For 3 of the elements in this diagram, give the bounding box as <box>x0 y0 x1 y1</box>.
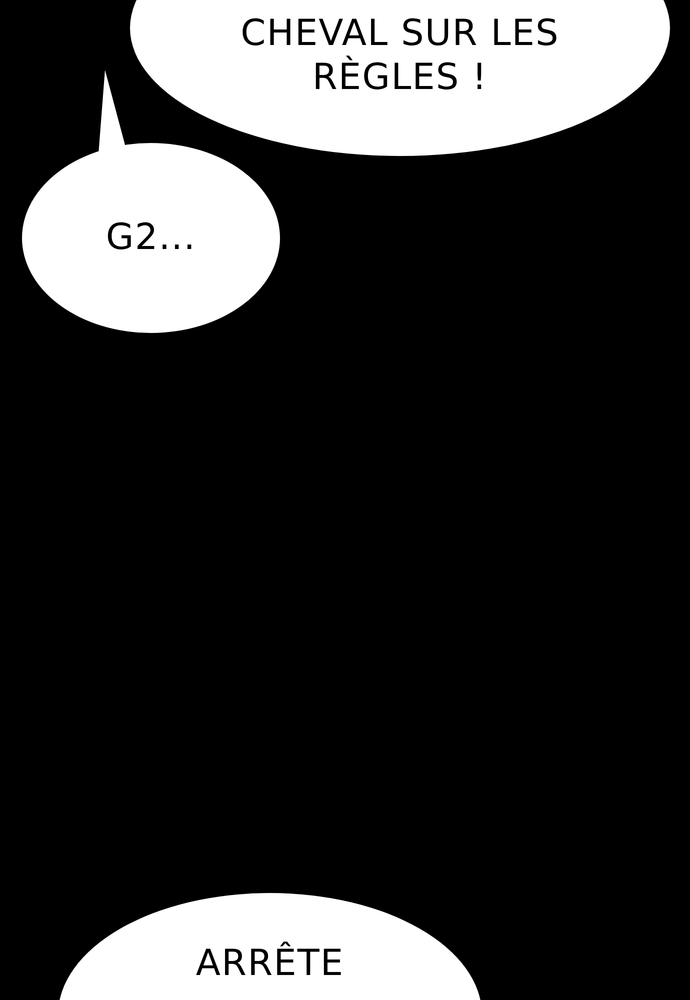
dialogue-text: ARRÊTE <box>196 942 344 986</box>
dialogue-text: G2... <box>106 216 196 260</box>
dialogue-text: CHEVAL SUR LES RÈGLES ! <box>240 12 560 100</box>
